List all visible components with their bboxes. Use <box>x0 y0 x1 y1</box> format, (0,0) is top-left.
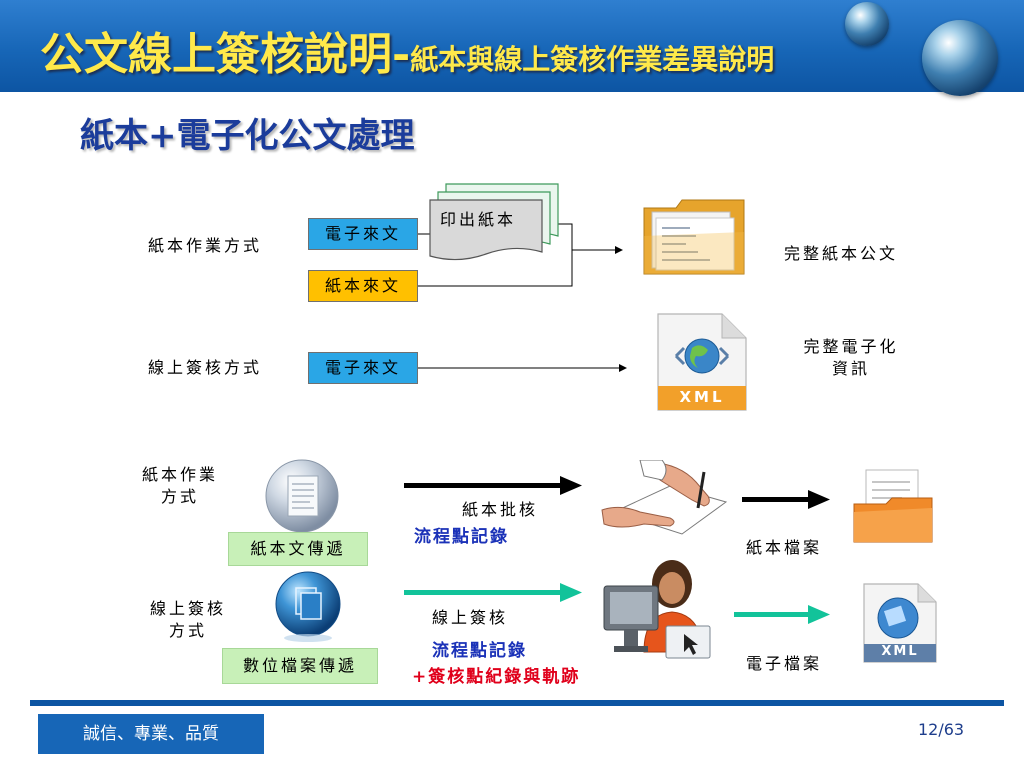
digital-files-sphere-icon <box>275 571 341 642</box>
box-paper-incoming: 紙本來文 <box>308 270 418 302</box>
label-printed-paper: 印出紙本 <box>440 210 517 229</box>
label-complete-electronic-info: 完整電子化 資訊 <box>786 336 916 380</box>
label-complete-paper-doc: 完整紙本公文 <box>784 244 899 263</box>
label-paper-method-bottom: 紙本作業 方式 <box>128 464 232 508</box>
title-sub: 紙本與線上簽核作業差異說明 <box>410 43 775 76</box>
label-paper-method-line1: 紙本作業 <box>141 465 218 484</box>
title-separator: - <box>392 29 411 80</box>
footer-divider <box>30 700 1004 706</box>
box-electronic-incoming-2: 電子來文 <box>308 352 418 384</box>
box-electronic-incoming-1: 電子來文 <box>308 218 418 250</box>
label-paper-archive: 紙本檔案 <box>746 538 823 557</box>
note-approval-trace: +簽核點紀錄與軌跡 <box>412 667 581 687</box>
arrow-green-2 <box>734 605 830 624</box>
section-heading: 紙本+電子化公文處理 <box>80 116 415 156</box>
label-paper-approval: 紙本批核 <box>462 500 539 519</box>
page-number: 12/63 <box>918 720 965 739</box>
xml-label-top: XML <box>679 388 725 406</box>
decorative-sphere-small <box>845 2 889 46</box>
label-electronic-archive: 電子檔案 <box>746 654 823 673</box>
folder-document-icon <box>643 199 745 275</box>
title-main: 公文線上簽核說明 <box>40 29 392 80</box>
xml-document-icon <box>657 313 747 411</box>
decorative-sphere-large <box>922 20 998 96</box>
electronic-archive-xml-icon <box>863 583 937 663</box>
label-online-method-bottom: 線上簽核 方式 <box>136 598 240 642</box>
note-flow-record-2: 流程點記錄 <box>432 641 527 661</box>
arrow-green-1 <box>404 583 582 602</box>
label-complete-electronic-line2: 資訊 <box>831 359 870 378</box>
paper-archive-folder-icon <box>853 469 933 543</box>
hand-signing-icon <box>601 460 728 535</box>
xml-label-bottom: XML <box>881 644 919 659</box>
printed-paper-stack-icon <box>429 183 559 261</box>
connector-lines <box>404 223 830 624</box>
label-paper-method: 紙本作業方式 <box>148 236 263 255</box>
slide-title: 公文線上簽核說明-紙本與線上簽核作業差異說明 <box>40 18 774 82</box>
arrow-black-2 <box>742 490 830 509</box>
label-online-approval: 線上簽核 <box>432 608 509 627</box>
arrow-black-1 <box>404 476 582 495</box>
label-paper-method-line2: 方式 <box>160 487 199 506</box>
note-flow-record-1: 流程點記錄 <box>414 527 509 547</box>
label-complete-electronic-line1: 完整電子化 <box>803 337 899 356</box>
box-paper-transfer: 紙本文傳遞 <box>228 532 368 566</box>
document-sphere-icon <box>265 459 339 533</box>
label-online-method-line2: 方式 <box>168 621 207 640</box>
connector-paper-to-folder <box>418 250 573 287</box>
box-digital-transfer: 數位檔案傳遞 <box>222 648 378 684</box>
connector-print-to-folder <box>556 223 623 254</box>
label-online-method-line1: 線上簽核 <box>149 599 226 618</box>
label-online-method: 線上簽核方式 <box>148 358 263 377</box>
person-computer-icon <box>603 560 711 659</box>
footer-motto: 誠信、專業、品質 <box>38 714 264 754</box>
